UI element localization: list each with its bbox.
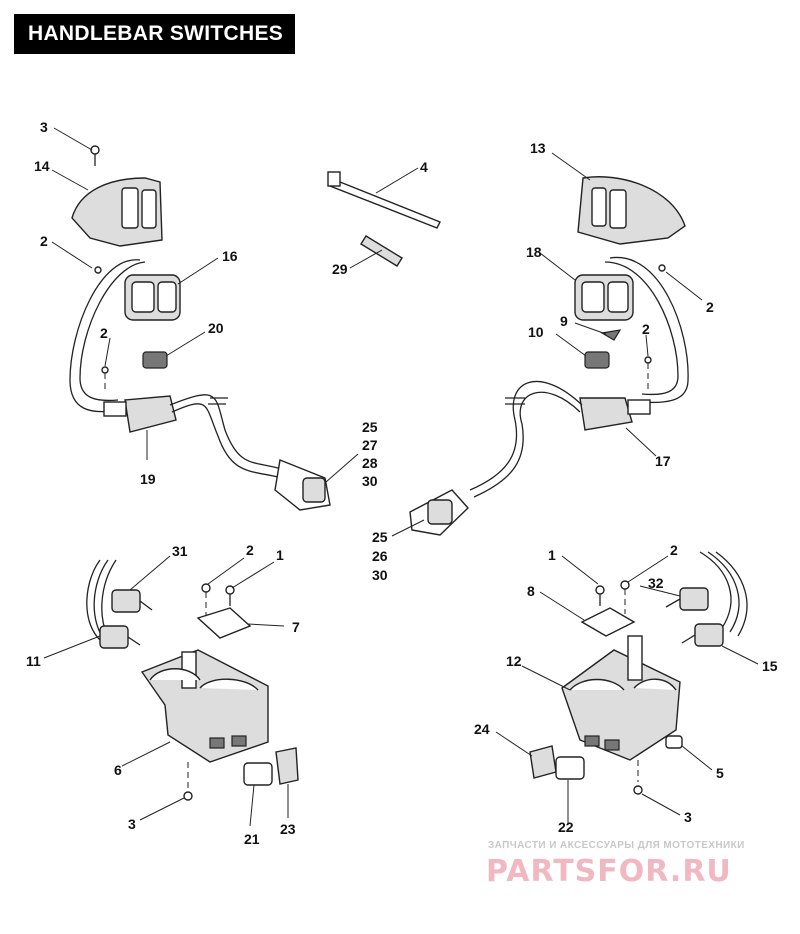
switch-32 <box>665 587 709 611</box>
callout-2-right-b: 2 <box>642 321 650 337</box>
callout-20: 20 <box>208 320 224 336</box>
callout-10: 10 <box>528 324 544 340</box>
callout-28: 28 <box>362 455 378 471</box>
callout-9: 9 <box>560 313 568 329</box>
callout-6: 6 <box>114 762 122 778</box>
button-21 <box>243 762 273 786</box>
callout-19: 19 <box>140 471 156 487</box>
callout-12: 12 <box>506 653 522 669</box>
cable-strap-4 <box>327 171 441 229</box>
right-upper-housing-cover <box>577 176 686 245</box>
right-upper-switch-assembly <box>574 256 689 404</box>
left-harness <box>169 394 286 479</box>
left-upper-housing-cover <box>71 177 163 247</box>
plug-5 <box>665 735 683 749</box>
callout-7: 7 <box>292 619 300 635</box>
switch-31 <box>111 589 153 613</box>
callout-2-right-a: 2 <box>706 299 714 315</box>
screw-3-top-left <box>90 145 100 166</box>
callout-3-lower-right: 3 <box>684 809 692 825</box>
callout-13: 13 <box>530 140 546 156</box>
screw-3-lower-left <box>183 762 193 801</box>
right-switch-10 <box>584 351 610 369</box>
callout-23: 23 <box>280 821 296 837</box>
plate-8 <box>580 607 636 637</box>
screw-3-lower-right <box>633 760 643 795</box>
leader-lines <box>43 127 759 827</box>
housing-12 <box>561 635 681 761</box>
callout-32: 32 <box>648 575 664 591</box>
callout-26: 26 <box>372 548 388 564</box>
left-switch-20 <box>142 351 168 369</box>
right-part-9 <box>600 329 622 341</box>
plate-7 <box>196 607 252 639</box>
callout-21: 21 <box>244 831 260 847</box>
right-lower-switch-17 <box>579 397 651 431</box>
callout-22: 22 <box>558 819 574 835</box>
callout-4: 4 <box>420 159 428 175</box>
callout-numbers: 3 14 2 16 2 20 19 4 29 25 27 28 30 13 18… <box>26 119 778 847</box>
callout-2-left-a: 2 <box>40 233 48 249</box>
callout-18: 18 <box>526 244 542 260</box>
switch-11 <box>99 625 141 649</box>
left-screw-2-mid <box>101 366 109 392</box>
right-harness <box>469 380 583 498</box>
right-screw-2-mid <box>644 356 652 390</box>
callout-2-lower-left: 2 <box>246 542 254 558</box>
callout-24: 24 <box>474 721 490 737</box>
callout-31: 31 <box>172 543 188 559</box>
button-24 <box>529 745 557 779</box>
callout-11: 11 <box>26 653 41 669</box>
sleeve-29 <box>360 235 403 267</box>
callout-15: 15 <box>762 658 778 674</box>
callout-3-lower-left: 3 <box>128 816 136 832</box>
left-upper-switch-assembly <box>69 259 181 413</box>
screws-1-2-lower-right <box>595 580 630 614</box>
switch-15 <box>681 623 724 647</box>
callout-27: 27 <box>362 437 378 453</box>
callout-30-right: 30 <box>372 567 388 583</box>
callout-2-lower-right: 2 <box>670 542 678 558</box>
watermark-tagline: ЗАПЧАСТИ И АКСЕССУАРЫ ДЛЯ МОТОТЕХНИКИ <box>488 840 745 851</box>
callout-30-left: 30 <box>362 473 378 489</box>
callout-17: 17 <box>655 453 671 469</box>
left-connector-25 <box>274 459 331 511</box>
lower-right-wires <box>699 551 748 637</box>
callout-25-left: 25 <box>362 419 378 435</box>
button-22 <box>555 756 585 780</box>
callout-2-left-b: 2 <box>100 325 108 341</box>
callout-16: 16 <box>222 248 238 264</box>
callout-8: 8 <box>527 583 535 599</box>
callout-25-right: 25 <box>372 529 388 545</box>
left-lower-switch-19 <box>103 395 177 433</box>
watermark-logo: PARTSFOR.RU <box>486 854 732 889</box>
callout-29: 29 <box>332 261 348 277</box>
callout-5: 5 <box>716 765 724 781</box>
button-23 <box>275 747 299 785</box>
callout-1-lower-right: 1 <box>548 547 556 563</box>
page-title: HANDLEBAR SWITCHES <box>14 14 296 54</box>
housing-6 <box>140 649 269 763</box>
right-connector-25 <box>409 489 469 536</box>
callout-1-lower-left: 1 <box>276 547 284 563</box>
callout-3-top-left: 3 <box>40 119 48 135</box>
callout-14: 14 <box>34 158 50 174</box>
